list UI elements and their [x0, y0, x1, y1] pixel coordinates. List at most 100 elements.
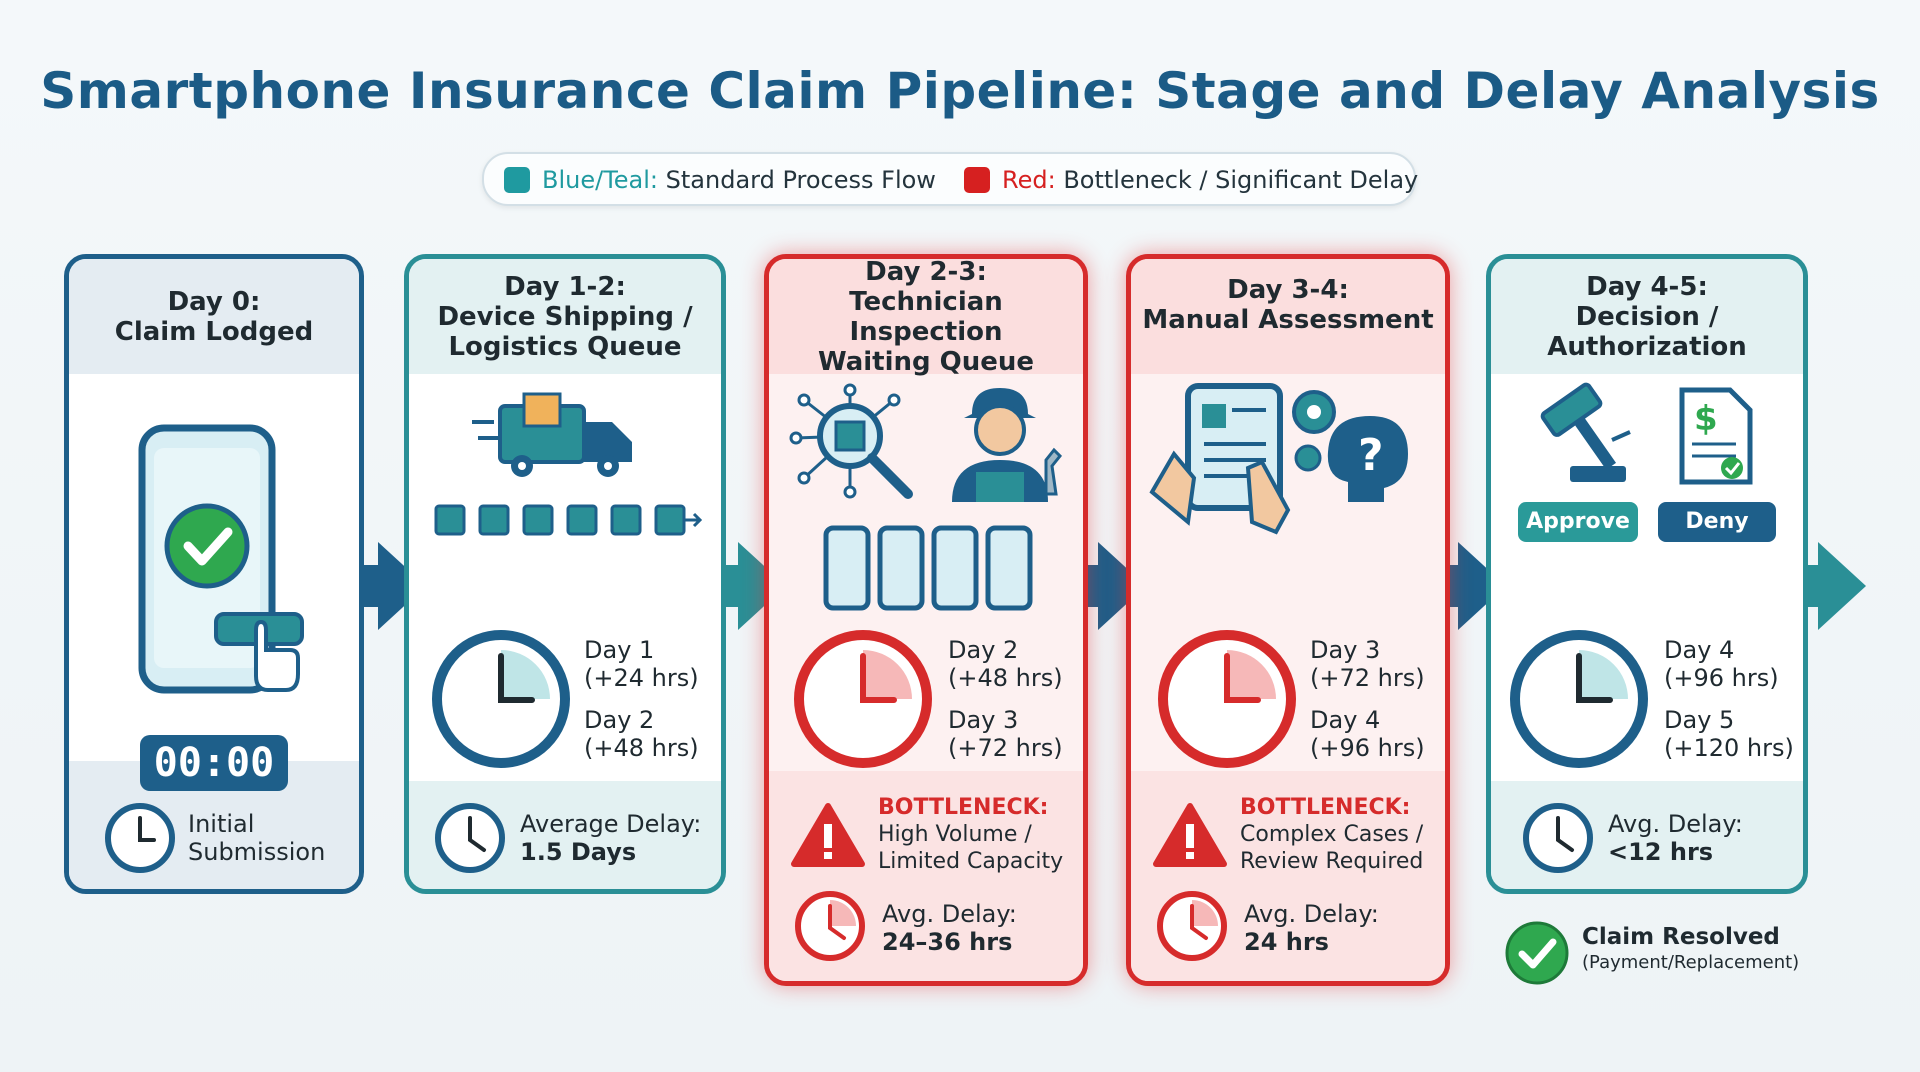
legend-item-bottleneck: Red: Bottleneck / Significant Delay: [964, 166, 1418, 194]
timeline-end-day: Day 4: [1310, 706, 1381, 734]
stage-timeline: Day 2 (+48 hrs) Day 3 (+72 hrs): [948, 636, 1063, 762]
stage-day: Day 3-4:: [1227, 275, 1349, 305]
svg-text:?: ?: [1358, 430, 1384, 481]
clock-icon: [435, 803, 505, 873]
bottleneck-label: BOTTLENECK:: [1240, 795, 1411, 820]
bottleneck-reason-line-2: Limited Capacity: [878, 849, 1064, 874]
gavel-icon: [1540, 382, 1631, 482]
clock-alert-icon: [794, 630, 932, 768]
stage-name-line-2: Waiting Queue: [817, 346, 1035, 377]
bottleneck-reason-line-1: Complex Cases /: [1240, 822, 1424, 847]
stage-name-line-1: Device Shipping /: [437, 301, 693, 332]
timeline-start-hours: (+72 hrs): [1310, 664, 1425, 692]
clock-alert-icon: [1157, 891, 1227, 961]
clock-icon: [1510, 630, 1648, 768]
legend-text-standard: Standard Process Flow: [665, 166, 936, 194]
legend-swatch-bottleneck: [964, 167, 990, 193]
timeline-end-hours: (+96 hrs): [1310, 734, 1425, 762]
stage-header: Day 4-5: Decision / Authorization: [1491, 259, 1803, 374]
bottleneck-note: BOTTLENECK: High Volume / Limited Capaci…: [878, 794, 1063, 875]
stage-name: Claim Lodged: [114, 316, 314, 347]
stage-timeline: Day 4 (+96 hrs) Day 5 (+120 hrs): [1664, 636, 1794, 762]
approve-button[interactable]: Approve: [1518, 502, 1638, 542]
svg-text:$: $: [1694, 399, 1718, 439]
claim-timer: 00:00: [140, 735, 288, 791]
page-title: Smartphone Insurance Claim Pipeline: Sta…: [40, 62, 1880, 120]
clock-alert-icon: [795, 891, 865, 961]
legend-item-standard: Blue/Teal: Standard Process Flow: [504, 166, 936, 194]
timeline-start-day: Day 3: [1310, 636, 1381, 664]
footer-line-1: Initial: [188, 810, 255, 838]
delay-label: Average Delay:: [520, 810, 702, 838]
timeline-end-hours: (+48 hrs): [584, 734, 699, 762]
timeline-end-hours: (+72 hrs): [948, 734, 1063, 762]
timeline-start-day: Day 1: [584, 636, 655, 664]
stage-day: Day 1-2:: [504, 271, 626, 302]
manual-review-icon: ?: [1149, 383, 1408, 535]
flow-arrowhead-5: [1818, 542, 1866, 630]
stage-timeline: Day 3 (+72 hrs) Day 4 (+96 hrs): [1310, 636, 1425, 762]
clock-icon: [105, 803, 175, 873]
timeline-start-hours: (+24 hrs): [584, 664, 699, 692]
resolved-detail: (Payment/Replacement): [1582, 952, 1800, 973]
stage-delay: Average Delay: 1.5 Days: [520, 810, 701, 866]
stage-header: Day 1-2: Device Shipping / Logistics Que…: [409, 259, 721, 374]
stage-header: Day 0: Claim Lodged: [69, 259, 359, 374]
stage-name-line-2: Logistics Queue: [448, 331, 682, 362]
deny-button[interactable]: Deny: [1658, 502, 1776, 542]
stage-header: Day 3-4: Manual Assessment: [1131, 259, 1445, 374]
clock-icon: [432, 630, 570, 768]
stage-delay: Avg. Delay: 24 hrs: [1244, 900, 1379, 956]
claim-resolved: Claim Resolved (Payment/Replacement): [1582, 924, 1799, 976]
chip-inspection-icon: [789, 383, 913, 499]
stage-card-device-shipping: Day 1-2: Device Shipping / Logistics Que…: [404, 254, 726, 894]
legend-text-bottleneck: Bottleneck / Significant Delay: [1063, 166, 1419, 194]
package-queue-icon: [434, 504, 703, 536]
delay-value: 1.5 Days: [520, 838, 637, 866]
legend-swatch-standard: [504, 167, 530, 193]
bottleneck-reason-line-1: High Volume /: [878, 822, 1032, 847]
stage-card-technician-inspection: Day 2-3: Technician Inspection Waiting Q…: [764, 254, 1088, 986]
warning-icon: [791, 803, 865, 867]
stage-header: Day 2-3: Technician Inspection Waiting Q…: [769, 259, 1083, 377]
timeline-start-day: Day 2: [948, 636, 1019, 664]
legend-key-bottleneck: Red:: [1002, 166, 1056, 194]
legend-key-standard: Blue/Teal:: [542, 166, 659, 194]
timeline-start-hours: (+48 hrs): [948, 664, 1063, 692]
warning-icon: [1153, 803, 1227, 867]
delay-label: Avg. Delay:: [882, 900, 1017, 928]
bottleneck-note: BOTTLENECK: Complex Cases / Review Requi…: [1240, 794, 1423, 875]
legend: Blue/Teal: Standard Process Flow Red: Bo…: [482, 152, 1418, 206]
stage-name-line-1: Decision /: [1575, 301, 1719, 332]
clock-icon: [1523, 803, 1593, 873]
delay-value: 24 hrs: [1244, 928, 1329, 956]
timeline-end-day: Day 2: [584, 706, 655, 734]
phone-queue-icon: [823, 525, 1033, 611]
stage-timeline: Day 1 (+24 hrs) Day 2 (+48 hrs): [584, 636, 699, 762]
delay-label: Avg. Delay:: [1244, 900, 1379, 928]
stage-name-line-2: Authorization: [1547, 331, 1747, 362]
stage-card-manual-assessment: Day 3-4: Manual Assessment: [1126, 254, 1450, 986]
bottleneck-label: BOTTLENECK:: [878, 795, 1049, 820]
stage-footer-text: Initial Submission: [188, 810, 325, 866]
technician-icon: [952, 388, 1063, 502]
delivery-truck-icon: [472, 392, 632, 477]
stage-delay: Avg. Delay: <12 hrs: [1608, 810, 1743, 866]
invoice-icon: $: [1679, 387, 1753, 485]
timeline-end-day: Day 5: [1664, 706, 1735, 734]
resolved-label: Claim Resolved: [1582, 924, 1780, 950]
stage-delay: Avg. Delay: 24–36 hrs: [882, 900, 1017, 956]
smartphone-icon: [138, 424, 304, 694]
clock-alert-icon: [1158, 630, 1296, 768]
delay-value: <12 hrs: [1608, 838, 1714, 866]
timeline-start-day: Day 4: [1664, 636, 1735, 664]
timeline-end-day: Day 3: [948, 706, 1019, 734]
stage-day: Day 4-5:: [1586, 271, 1708, 302]
stage-day: Day 0:: [167, 286, 261, 317]
timeline-end-hours: (+120 hrs): [1664, 734, 1794, 762]
bottleneck-reason-line-2: Review Required: [1240, 849, 1424, 874]
check-circle-icon: [1505, 921, 1569, 985]
stage-card-decision-authorization: Day 4-5: Decision / Authorization: [1486, 254, 1808, 894]
footer-line-2: Submission: [188, 838, 326, 866]
delay-label: Avg. Delay:: [1608, 810, 1743, 838]
